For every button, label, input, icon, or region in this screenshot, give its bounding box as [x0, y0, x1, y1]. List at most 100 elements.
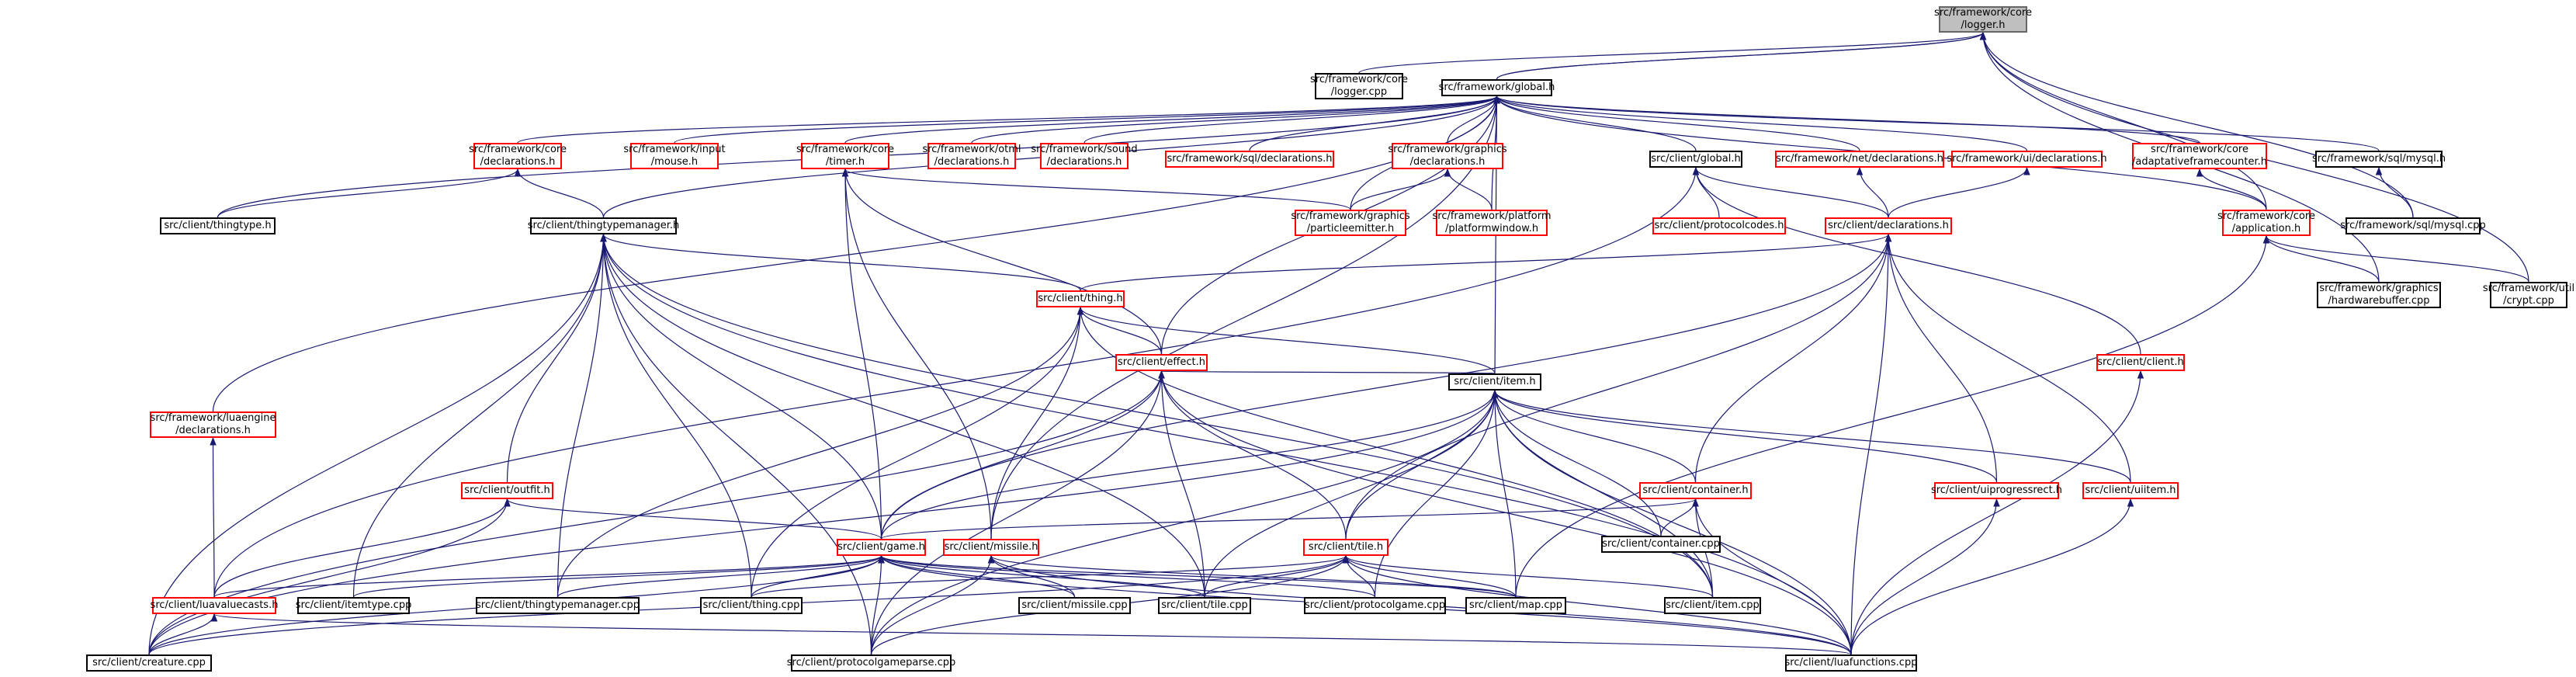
node-creature-cpp[interactable]: src/client/creature.cpp: [86, 654, 212, 672]
node-uiitem-h[interactable]: src/client/uiitem.h: [2082, 482, 2179, 499]
node-luaengine-decl[interactable]: src/framework/luaengine/declarations.h: [150, 411, 276, 438]
node-thing-cpp[interactable]: src/client/thing.cpp: [700, 597, 803, 614]
edge-missile_h-to-timer_h: [841, 168, 992, 540]
node-graphics-decl[interactable]: src/framework/graphics/declarations.h: [1388, 143, 1507, 169]
node-platformwindow[interactable]: src/framework/platform/platformwindow.h: [1433, 210, 1551, 236]
node-ttm-cpp[interactable]: src/client/thingtypemanager.cpp: [476, 597, 640, 614]
edge-uiitem_h-to-client_decl: [1884, 233, 2131, 483]
edge-outfit_h-to-ttm_h: [506, 233, 607, 483]
node-label-line: src/framework/sound: [1031, 144, 1138, 155]
edge-protocolgameparse-to-effect_h: [870, 370, 1165, 655]
node-protocolgame[interactable]: src/client/protocolgame.cpp: [1304, 597, 1446, 614]
edge-map_cpp-to-missile_h: [987, 554, 1517, 598]
edge-tile_cpp-to-effect_h: [1158, 370, 1205, 598]
node-label-line: src/client/item.cpp: [1666, 599, 1760, 611]
edge-item_cpp-to-ttm_h: [600, 233, 1714, 598]
node-effect-h[interactable]: src/client/effect.h: [1115, 354, 1208, 371]
node-game-h[interactable]: src/client/game.h: [837, 539, 926, 556]
node-label-line: src/client/tile.h: [1308, 541, 1384, 553]
node-client-global[interactable]: src/client/global.h: [1649, 151, 1742, 168]
node-input-mouse[interactable]: src/framework/input/mouse.h: [623, 143, 726, 169]
node-net-decl[interactable]: src/framework/net/declarations.h: [1775, 151, 1944, 168]
node-luavaluecasts[interactable]: src/client/luavaluecasts.h: [151, 597, 278, 614]
node-tile-cpp[interactable]: src/client/tile.cpp: [1158, 597, 1251, 614]
node-client-decl[interactable]: src/client/declarations.h: [1825, 217, 1952, 234]
edge-creature_cpp-to-item_h: [148, 389, 1499, 655]
edge-mysql_cpp-to-mysql_h: [2375, 166, 2414, 218]
node-label-line: src/framework/core: [2217, 210, 2315, 222]
node-logger-cpp[interactable]: src/framework/core/logger.cpp: [1310, 73, 1408, 99]
node-missile-h[interactable]: src/client/missile.h: [943, 539, 1039, 556]
edge-container_h-to-item_h: [1491, 389, 1697, 483]
node-label-line: /particleemitter.h: [1306, 223, 1395, 234]
edge-effect_h-to-thing_h: [1077, 306, 1163, 355]
node-item-cpp[interactable]: src/client/item.cpp: [1664, 597, 1761, 614]
node-luafunctions[interactable]: src/client/luafunctions.cpp: [1785, 654, 1917, 672]
node-thing-h[interactable]: src/client/thing.h: [1036, 290, 1125, 307]
edge-itemtype_cpp-to-game_h: [352, 554, 885, 598]
node-label-line: /logger.cpp: [1330, 86, 1388, 98]
edge-luafunctions-to-client_decl: [1850, 233, 1892, 655]
edge-game_h-to-ttm_h: [600, 233, 882, 540]
edge-luafunctions-to-uiprogressrect: [1850, 498, 2000, 655]
node-label-line: src/framework/core: [469, 144, 567, 155]
node-label-line: src/framework/util: [2482, 283, 2575, 294]
node-label-line: src/framework/sql/mysql.cpp: [2340, 220, 2486, 231]
node-container-cpp[interactable]: src/client/container.cpp: [1601, 536, 1721, 553]
node-uiprogressrect[interactable]: src/client/uiprogressrect.h: [1931, 482, 2062, 499]
edge-itemtype_cpp-to-ttm_h: [352, 233, 607, 598]
node-missile-cpp[interactable]: src/client/missile.cpp: [1018, 597, 1131, 614]
node-label-line: src/client/outfit.h: [464, 484, 550, 496]
node-otml-decl[interactable]: src/framework/otml/declarations.h: [922, 143, 1021, 169]
edge-luafunctions-to-item_h: [1491, 389, 1852, 655]
node-label-line: src/framework/core: [796, 144, 894, 155]
node-label-line: /declarations.h: [1046, 156, 1122, 168]
node-outfit-h[interactable]: src/client/outfit.h: [461, 482, 553, 499]
edge-uiprogressrect-to-item_h: [1491, 389, 1998, 483]
node-particleemitter[interactable]: src/framework/graphics/particleemitter.h: [1291, 210, 1410, 236]
edge-ttm_cpp-to-ttm_h: [556, 233, 607, 598]
node-core-decl[interactable]: src/framework/core/declarations.h: [469, 143, 567, 169]
edge-ttm_cpp-to-game_h: [556, 554, 885, 598]
node-protocolcodes[interactable]: src/client/protocolcodes.h: [1652, 217, 1786, 234]
edge-input_mouse-to-global_h: [674, 95, 1500, 144]
node-label-line: src/client/global.h: [1651, 153, 1741, 165]
node-sound-decl[interactable]: src/framework/sound/declarations.h: [1031, 143, 1138, 169]
edge-creature_cpp-to-outfit_h: [148, 498, 511, 655]
node-label-line: src/framework/ui/declarations.h: [1947, 153, 2107, 165]
node-ttm-h[interactable]: src/client/thingtypemanager.h: [528, 217, 679, 234]
edge-tile_cpp-to-item_h: [1204, 389, 1499, 598]
node-client-h[interactable]: src/client/client.h: [2096, 354, 2185, 371]
node-sql-decl[interactable]: src/framework/sql/declarations.h: [1165, 151, 1334, 168]
node-thingtype-h[interactable]: src/client/thingtype.h: [160, 217, 276, 234]
node-container-h[interactable]: src/client/container.h: [1639, 482, 1752, 499]
edge-client_decl-to-client_global: [1692, 166, 1889, 218]
node-protocolgameparse[interactable]: src/client/protocolgameparse.cpp: [787, 654, 955, 672]
node-itemtype-cpp[interactable]: src/client/itemtype.cpp: [296, 597, 411, 614]
node-label-line: src/client/missile.cpp: [1021, 599, 1128, 611]
node-timer-h[interactable]: src/framework/core/timer.h: [796, 143, 894, 169]
edge-luafunctions-to-tile_h: [1342, 554, 1852, 655]
edge-map_cpp-to-item_h: [1491, 389, 1517, 598]
node-item-h[interactable]: src/client/item.h: [1448, 373, 1541, 391]
node-map-cpp[interactable]: src/client/map.cpp: [1465, 597, 1566, 614]
node-application-h[interactable]: src/framework/core/application.h: [2217, 210, 2315, 236]
node-adaptive[interactable]: src/framework/core/adaptativeframecounte…: [2132, 143, 2267, 169]
node-tile-h[interactable]: src/client/tile.h: [1303, 539, 1389, 556]
node-mysql-cpp[interactable]: src/framework/sql/mysql.cpp: [2340, 217, 2486, 234]
node-label-line: /adaptativeframecounter.h: [2131, 156, 2268, 168]
node-crypt-cpp[interactable]: src/framework/util/crypt.cpp: [2483, 282, 2574, 308]
node-label-line: /declarations.h: [480, 156, 556, 168]
node-global-h[interactable]: src/framework/global.h: [1439, 79, 1555, 96]
node-logger-h[interactable]: src/framework/core/logger.h: [1934, 6, 2032, 33]
node-mysql-h[interactable]: src/framework/sql/mysql.h: [2312, 151, 2446, 168]
edge-luavaluecasts-to-game_h: [213, 554, 885, 598]
edge-effect_h-to-timer_h: [841, 168, 1163, 355]
node-label-line: src/client/container.cpp: [1602, 538, 1720, 550]
node-ui-decl[interactable]: src/framework/ui/declarations.h: [1947, 151, 2107, 168]
node-label-line: src/client/protocolgameparse.cpp: [786, 657, 956, 668]
edge-adaptive-to-global_h: [1493, 95, 2200, 144]
node-hardwarebuffer[interactable]: src/framework/graphics/hardwarebuffer.cp…: [2317, 282, 2441, 308]
node-label-line: /declarations.h: [175, 425, 251, 436]
node-label-line: src/framework/core: [2151, 144, 2248, 155]
